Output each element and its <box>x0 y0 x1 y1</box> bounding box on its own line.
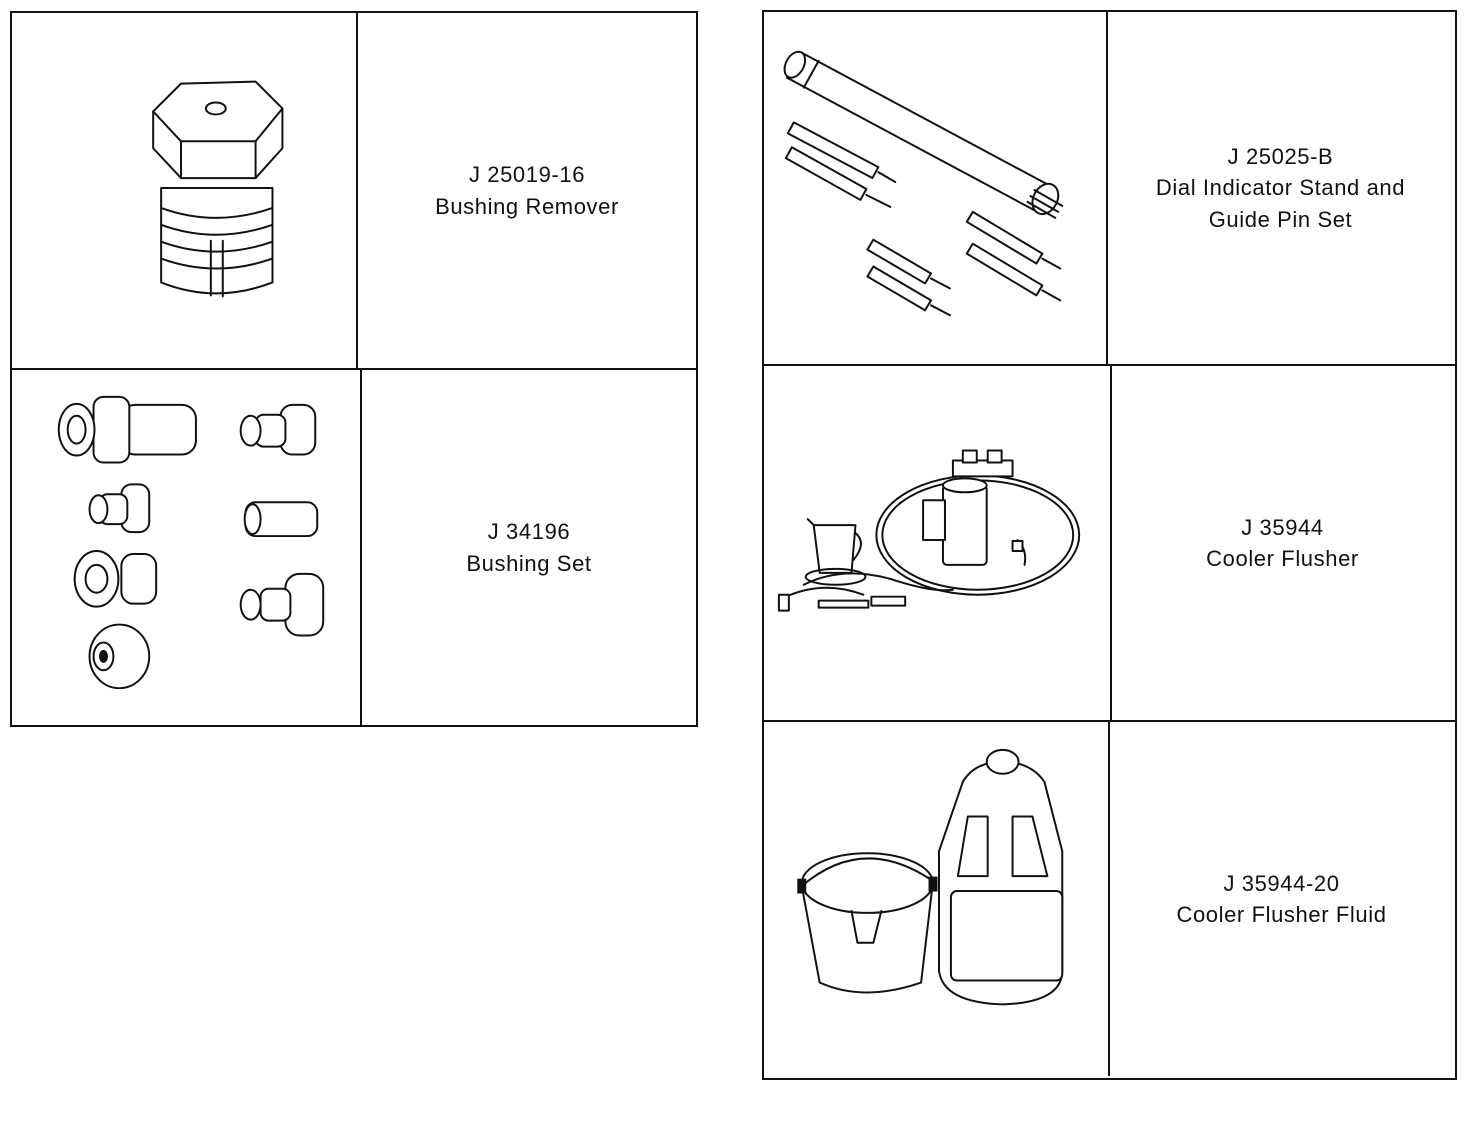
dial-indicator-stand-drawing <box>764 12 1108 364</box>
part-description-line-1: Dial Indicator Stand and <box>1155 175 1406 201</box>
tool-row-bushing-set: J 34196 Bushing Set <box>12 368 696 725</box>
cooler-flusher-drawing <box>764 366 1112 720</box>
tool-row-bushing-remover: J 25019-16 Bushing Remover <box>12 13 696 368</box>
tool-row-cooler-flusher-fluid: J 35944-20 Cooler Flusher Fluid <box>764 720 1455 1076</box>
part-description: Bushing Remover <box>435 193 619 219</box>
tool-label-dial-indicator-stand: J 25025-B Dial Indicator Stand and Guide… <box>1108 12 1453 364</box>
tool-label-bushing-remover: J 25019-16 Bushing Remover <box>358 13 696 368</box>
part-number: J 34196 <box>487 519 571 545</box>
part-number: J 35944 <box>1241 514 1324 540</box>
part-description: Cooler Flusher Fluid <box>1176 902 1387 927</box>
tool-row-dial-indicator-stand: J 25025-B Dial Indicator Stand and Guide… <box>764 12 1455 364</box>
part-number: J 25025-B <box>1227 144 1334 170</box>
cooler-flusher-fluid-drawing <box>764 722 1110 1076</box>
tool-label-cooler-flusher: J 35944 Cooler Flusher <box>1112 366 1453 720</box>
tool-row-cooler-flusher: J 35944 Cooler Flusher <box>764 364 1455 720</box>
left-tool-table: J 25019-16 Bushing Remover <box>10 11 698 727</box>
right-tool-table: J 25025-B Dial Indicator Stand and Guide… <box>762 10 1457 1080</box>
part-number: J 35944-20 <box>1223 870 1340 896</box>
tool-label-cooler-flusher-fluid: J 35944-20 Cooler Flusher Fluid <box>1110 722 1453 1076</box>
bushing-set-drawing <box>12 370 362 725</box>
part-description-line-2: Guide Pin Set <box>1208 206 1353 232</box>
bushing-remover-drawing <box>12 13 358 368</box>
part-description: Cooler Flusher <box>1206 546 1359 571</box>
tool-label-bushing-set: J 34196 Bushing Set <box>362 370 696 725</box>
part-number: J 25019-16 <box>468 162 586 188</box>
part-description: Bushing Set <box>466 550 592 576</box>
